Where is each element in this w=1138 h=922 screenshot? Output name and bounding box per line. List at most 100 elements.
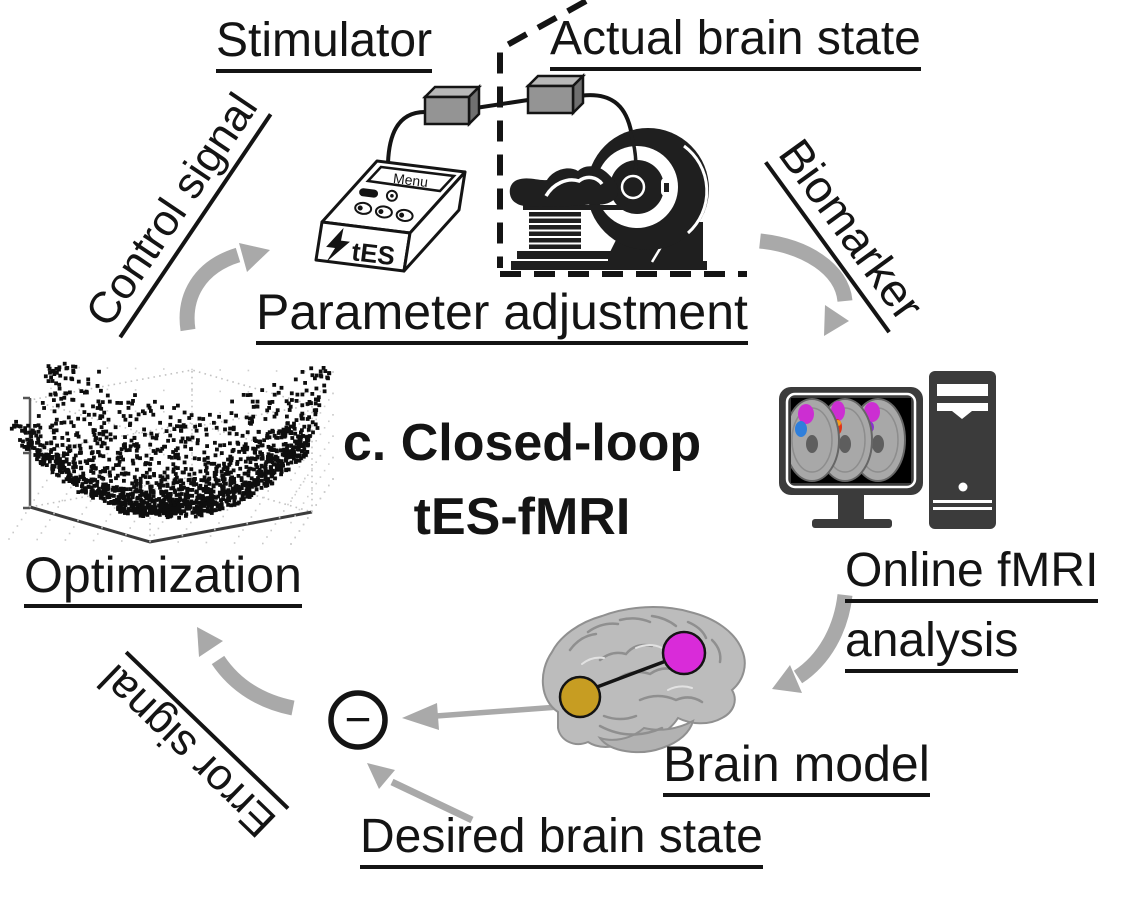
scatter-dot — [46, 479, 48, 482]
scatter-dot — [80, 482, 85, 486]
scatter-dot — [286, 401, 291, 406]
scatter-dot — [248, 393, 253, 397]
scatter-dot — [307, 431, 309, 434]
scatter-dot — [49, 448, 54, 452]
scatter-dot — [75, 483, 79, 487]
scatter-dot — [46, 364, 51, 368]
scatter-dot — [282, 447, 286, 452]
scatter-dot — [247, 488, 252, 493]
scatter-dot — [255, 404, 260, 409]
scatter-dot — [20, 428, 24, 433]
scatter-dot — [249, 476, 254, 481]
scatter-dot — [219, 390, 221, 393]
scatter-dot — [127, 501, 132, 506]
scatter-dot — [295, 490, 298, 493]
scatter-dot — [209, 487, 214, 492]
scatter-dot — [185, 490, 190, 495]
scatter-dot — [288, 404, 293, 409]
scatter-dot — [289, 460, 294, 465]
scatter-dot — [234, 413, 238, 418]
label-desired-brain-state: Desired brain state — [360, 812, 763, 869]
scatter-dot — [97, 403, 102, 407]
scatter-dot — [74, 433, 78, 437]
scatter-dot — [101, 429, 106, 434]
scatter-dot — [286, 467, 291, 472]
scatter-dot — [232, 500, 237, 504]
scatter-dot — [143, 462, 148, 467]
scatter-dot — [83, 390, 87, 395]
label-online-fmri-line2: analysis — [845, 616, 1019, 673]
scatter-dot — [20, 518, 23, 521]
tes-knob-1 — [354, 201, 373, 215]
scatter-dot — [163, 411, 165, 413]
scatter-dot — [116, 505, 121, 509]
tes-round-button-1-dot — [390, 193, 394, 198]
tes-side-face — [402, 170, 467, 273]
scatter-dot — [246, 469, 251, 474]
scatter-dot — [327, 371, 332, 376]
scatter-dot — [95, 384, 100, 388]
tower-vent-line-1 — [933, 500, 992, 503]
scatter-dot — [136, 412, 141, 417]
scatter-dot — [129, 438, 134, 443]
scatter-dot — [65, 467, 70, 472]
scatter-dot — [178, 497, 183, 502]
scatter-dot — [315, 426, 320, 430]
scatter-dot — [33, 453, 38, 457]
scatter-dot — [269, 453, 274, 458]
scatter-dot — [89, 500, 92, 502]
scatter-dot — [151, 449, 156, 453]
scatter-dot — [105, 520, 107, 522]
scatter-dot — [177, 419, 182, 423]
scatter-dot — [289, 443, 294, 448]
scatter-dot — [306, 437, 311, 442]
scatter-dot — [83, 459, 88, 464]
scatter-dot — [48, 459, 52, 464]
scatter-dot — [72, 456, 77, 461]
scatter-dot — [123, 417, 128, 422]
scatter-dot — [50, 430, 52, 432]
scatter-dot — [179, 483, 183, 488]
scatter-dot — [207, 482, 212, 486]
scatter-dot — [149, 489, 153, 494]
roi-connection-line — [596, 659, 667, 689]
scatter-dot — [231, 448, 236, 452]
scatter-dot — [54, 367, 59, 371]
scatter-dot — [266, 455, 270, 459]
scatter-dot — [328, 420, 330, 423]
scatter-dot — [133, 520, 136, 523]
scatter-dot — [281, 442, 286, 447]
scatter-dot — [266, 452, 271, 457]
scatter-dot — [117, 410, 122, 414]
rf-filter-box-right — [524, 72, 587, 117]
scatter-dot — [111, 466, 116, 471]
scatter-dot — [222, 481, 227, 486]
scatter-dot — [157, 497, 162, 501]
scatter-dot — [202, 504, 206, 508]
scatter-dot — [96, 399, 101, 404]
scatter-dot — [168, 492, 173, 496]
scatter-dot — [160, 508, 165, 513]
panel-title-line2: tES-fMRI — [413, 488, 631, 546]
scatter-dot — [134, 448, 139, 453]
scatter-dot — [294, 445, 299, 450]
scatter-dot — [194, 428, 199, 433]
scatter-dot — [68, 448, 73, 453]
scatter-dot — [73, 453, 78, 458]
scatter-dot — [20, 443, 24, 448]
scatter-dot — [168, 433, 173, 438]
scatter-dot — [313, 401, 318, 406]
scatter-dot — [180, 470, 185, 475]
filter-right-front-face — [526, 84, 575, 115]
scatter-dot — [247, 455, 250, 457]
scatter-dot — [298, 423, 301, 425]
scatter-dot — [123, 435, 127, 439]
scatter-dot — [44, 452, 49, 457]
scatter-dot — [36, 414, 41, 418]
scatter-dot — [197, 457, 201, 461]
lightning-bolt-icon — [326, 227, 350, 262]
scatter-dot — [267, 435, 272, 440]
scatter-dot — [267, 406, 271, 410]
scatter-dot — [89, 469, 93, 473]
scatter-dot — [71, 364, 75, 369]
